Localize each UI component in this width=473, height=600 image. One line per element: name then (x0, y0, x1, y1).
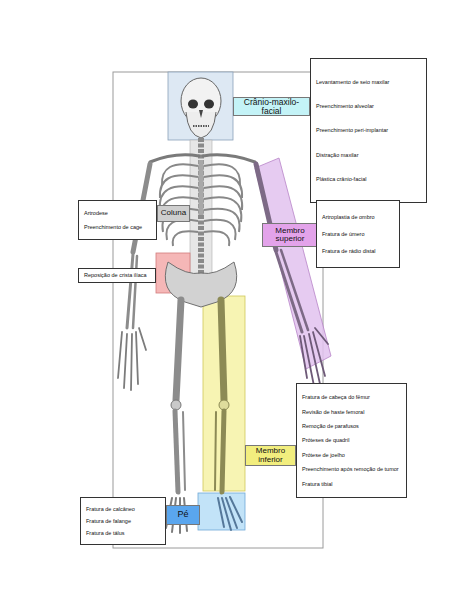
rib (204, 220, 236, 240)
node-text: Remoção de parafusos (302, 423, 403, 429)
node-text: Reposição de crista ilíaca (84, 272, 152, 278)
forearm (133, 256, 137, 328)
region-label: Membro inferior (245, 445, 296, 466)
node-text: Preenchimento após remoção de tumor (302, 466, 403, 472)
tibia (222, 411, 224, 492)
femur (221, 300, 224, 400)
forearm (281, 250, 308, 330)
nasal-cavity (199, 110, 203, 118)
clavicle (203, 155, 255, 162)
sternum (199, 160, 204, 215)
node-text: Fratura de rádio distal (322, 248, 396, 254)
node-text: Artroplastia de ombro (322, 214, 396, 220)
callout-list: Fratura de cabeça do fêmurRevisão de has… (296, 383, 407, 498)
forearm (127, 254, 133, 328)
node-text: Preenchimento peri-implantar (316, 127, 423, 133)
pelvis (165, 262, 236, 307)
node-text: Membro superior (265, 227, 315, 244)
node-text: Fratura de tálus (86, 530, 162, 536)
femur (176, 300, 181, 400)
callout-list: Artroplastia de ombroFratura de úmeroFra… (316, 200, 400, 268)
node-text: Fratura tibial (302, 481, 403, 487)
node-text: Artrodese (84, 210, 153, 216)
node-text: Coluna (161, 209, 186, 217)
callout-list: Fratura de calcâneoFratura de falangeFra… (80, 497, 166, 545)
tibia (175, 411, 178, 492)
callout-list: Levantamento de seio maxilarPreenchiment… (310, 58, 427, 203)
teeth (193, 125, 209, 127)
rib (173, 231, 198, 246)
patella (171, 400, 181, 410)
clavicle (150, 155, 199, 162)
node-text: Fratura de cabeça do fêmur (302, 394, 403, 400)
forearm (276, 252, 302, 332)
region-label: Crânio-maxilo-facial (233, 97, 310, 116)
node-text: Prótese de joelho (302, 452, 403, 458)
node-text: Fratura de úmero (322, 231, 396, 237)
foot-region (198, 493, 245, 530)
skull-region (168, 72, 233, 140)
hand (300, 328, 328, 386)
node-text: Plástica crânio-facial (316, 176, 423, 182)
lower-limb-region (203, 296, 245, 491)
fibula (215, 412, 216, 490)
node-text: Preenchimento alveolar (316, 103, 423, 109)
foot (218, 497, 242, 530)
node-text: Preenchimento de cage (84, 224, 153, 230)
node-text: Próteses de quadril (302, 437, 403, 443)
region-label: Membro superior (262, 223, 318, 247)
patella (219, 400, 229, 410)
node-text: Membro inferior (248, 447, 293, 464)
node-text: Pé (177, 510, 188, 519)
node-text: Fratura de calcâneo (86, 506, 162, 512)
rib (204, 231, 229, 246)
node-text: Levantamento de seio maxilar (316, 79, 423, 85)
callout-list: ArtrodesePreenchimento de cage (78, 200, 157, 240)
node-text: Crânio-maxilo-facial (236, 98, 307, 116)
eye-socket (204, 100, 214, 109)
node-text: Distração maxilar (316, 152, 423, 158)
node-text: Fratura de falange (86, 518, 162, 524)
hand (118, 328, 146, 390)
region-label: Pé (166, 505, 200, 525)
eye-socket (188, 100, 198, 109)
region-label: Coluna (157, 205, 190, 222)
rib (166, 220, 198, 240)
node-text: Revisão de haste femoral (302, 409, 403, 415)
callout-list: Reposição de crista ilíaca (78, 268, 156, 283)
fibula (183, 412, 185, 490)
